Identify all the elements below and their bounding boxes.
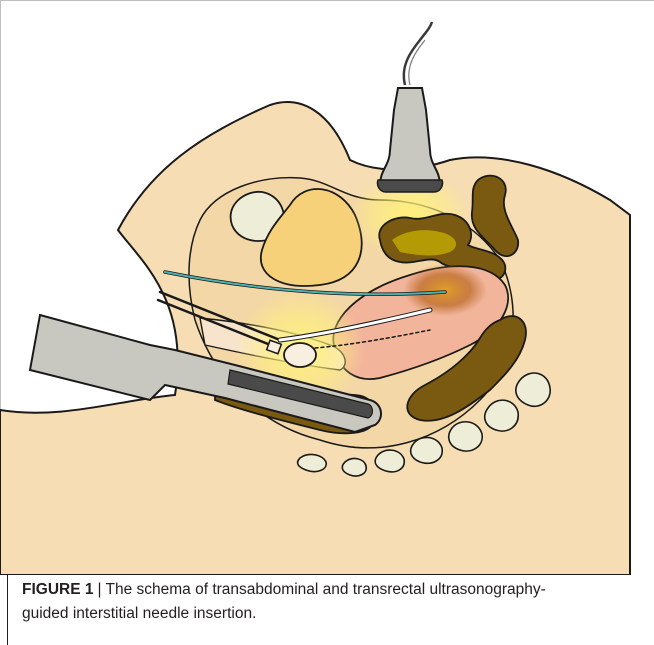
pelvic-anatomy-illustration (0, 0, 654, 575)
figure-label: FIGURE 1 (22, 581, 93, 598)
cervix-applicator-ring (284, 343, 316, 367)
caption-left-rule (7, 575, 8, 645)
figure-caption: FIGURE 1|The schema of transabdominal an… (22, 578, 642, 626)
caption-separator: | (93, 581, 105, 598)
tumor-region (403, 264, 487, 316)
caption-line-1: The schema of transabdominal and transre… (106, 581, 546, 598)
ultrasound-probe-icon (377, 22, 442, 192)
caption-line-2: guided interstitial needle insertion. (22, 605, 256, 622)
